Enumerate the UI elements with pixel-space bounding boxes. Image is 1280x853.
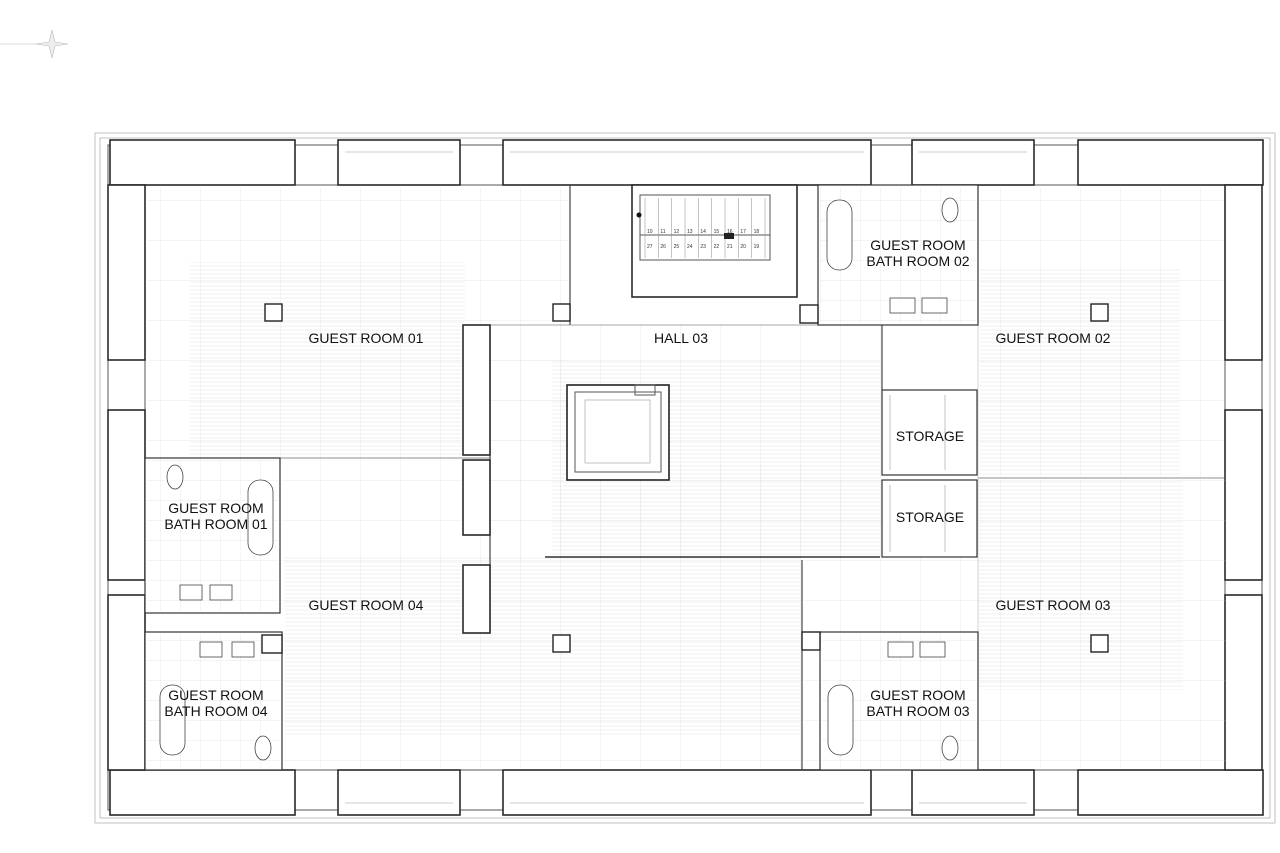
storage-units bbox=[881, 389, 978, 558]
bottom-window-bays bbox=[109, 769, 1264, 816]
stair-step-number: 18 bbox=[754, 229, 760, 235]
stair-step-number: 22 bbox=[714, 244, 720, 250]
stair-step-number: 11 bbox=[660, 229, 665, 235]
label-guest-room-04: GUEST ROOM 04 bbox=[309, 597, 424, 613]
label-bath-01-line1: GUEST ROOM bbox=[168, 500, 263, 516]
label-guest-room-01: GUEST ROOM 01 bbox=[309, 330, 424, 346]
label-bath-04-line2: BATH ROOM 04 bbox=[164, 703, 267, 719]
stair-step-number: 17 bbox=[740, 229, 746, 235]
label-bath-03-line1: GUEST ROOM bbox=[870, 687, 965, 703]
bathroom-01 bbox=[144, 457, 281, 614]
bathroom-02 bbox=[817, 184, 979, 326]
side-window-bays bbox=[107, 184, 1263, 771]
floor-guest-room-02 bbox=[978, 188, 1223, 478]
label-guest-room-02: GUEST ROOM 02 bbox=[996, 330, 1111, 346]
stair-step-number: 12 bbox=[674, 229, 680, 235]
label-storage-1: STORAGE bbox=[896, 428, 964, 444]
stair-step-number: 15 bbox=[714, 229, 720, 235]
label-bath-01-line2: BATH ROOM 01 bbox=[164, 516, 267, 532]
label-bath-02-line1: GUEST ROOM bbox=[870, 237, 965, 253]
label-bath-03-line2: BATH ROOM 03 bbox=[866, 703, 969, 719]
label-hall-03: HALL 03 bbox=[654, 330, 708, 346]
stair-step-number: 20 bbox=[740, 244, 746, 250]
stair-step-number: 16 bbox=[727, 229, 733, 235]
stair-step-number: 10 bbox=[647, 229, 653, 235]
staircase: 10 11 12 13 14 15 16 17 18 27 26 25 24 23 22 21 20 19 bbox=[631, 184, 798, 298]
stair-step-number: 21 bbox=[727, 244, 733, 250]
label-guest-room-03: GUEST ROOM 03 bbox=[996, 597, 1111, 613]
bathroom-02-pillar bbox=[799, 304, 819, 324]
stair-step-number: 26 bbox=[660, 244, 666, 250]
room-labels: GUEST ROOM 01 HALL 03 GUEST ROOM 02 STOR… bbox=[164, 237, 1110, 719]
north-arrow-icon bbox=[0, 29, 69, 59]
stair-step-number: 27 bbox=[647, 244, 653, 250]
label-bath-04-line1: GUEST ROOM bbox=[168, 687, 263, 703]
stair-step-number: 25 bbox=[674, 244, 680, 250]
wardrobe-units bbox=[462, 324, 491, 634]
central-void bbox=[566, 384, 670, 481]
bathroom-04 bbox=[144, 631, 283, 771]
stair-step-number: 14 bbox=[700, 229, 706, 235]
label-storage-2: STORAGE bbox=[896, 509, 964, 525]
structural-columns bbox=[264, 303, 1109, 653]
floor-hall-03 bbox=[490, 325, 882, 557]
stair-step-number: 23 bbox=[700, 244, 706, 250]
stair-step-number: 19 bbox=[754, 244, 760, 250]
bathroom-03 bbox=[801, 631, 979, 771]
stair-step-number: 13 bbox=[687, 229, 693, 235]
label-bath-02-line2: BATH ROOM 02 bbox=[866, 253, 969, 269]
stair-step-number: 24 bbox=[687, 244, 693, 250]
top-window-bays bbox=[109, 139, 1264, 186]
